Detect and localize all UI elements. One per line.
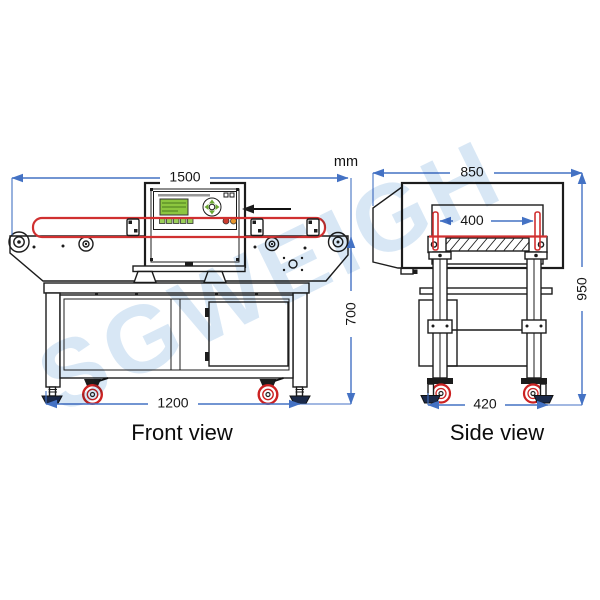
side-view-label: Side view — [450, 420, 544, 445]
dimension-annotations: 1500 700 1200 850 400 — [11, 154, 590, 412]
dpad-icon — [202, 197, 222, 217]
dimension-frame-height: 700 — [300, 236, 359, 405]
belt-guide-post — [534, 211, 541, 251]
belt-roller — [8, 231, 349, 253]
aperture-opening — [431, 204, 544, 265]
caster-wheel — [81, 377, 284, 406]
dimension-overall-width: 1500 — [11, 169, 352, 237]
dimension-base-width: 1200 — [45, 391, 301, 411]
dimension-base-depth: 420 — [427, 393, 549, 412]
cabinet — [59, 294, 294, 379]
dimension-aperture-width: 400 — [439, 212, 534, 228]
belt-guide-post — [432, 211, 439, 251]
dim-text-420: 420 — [473, 396, 497, 412]
dim-text-1500: 1500 — [169, 169, 200, 185]
control-panel — [153, 191, 237, 230]
bed-bolt-holes — [32, 244, 307, 272]
detector-mounting-feet — [132, 262, 246, 284]
belt-clip — [126, 218, 320, 237]
dimension-overall-depth: 850 — [372, 164, 583, 206]
flow-direction-arrow-icon — [242, 204, 291, 214]
dim-text-950: 950 — [574, 277, 590, 301]
belt-cross-section — [427, 211, 548, 254]
dim-text-850: 850 — [460, 164, 484, 180]
stand-frame — [43, 282, 310, 388]
detector-head — [132, 181, 247, 284]
units-label: mm — [334, 154, 358, 170]
lcd-screen-icon — [159, 198, 189, 216]
side-legs — [427, 251, 548, 379]
door-hinge — [205, 352, 210, 361]
conveyor-belt-line — [31, 216, 327, 239]
keypad-buttons — [159, 218, 194, 224]
cabinet-door — [208, 301, 289, 367]
dimension-overall-height: 950 — [548, 172, 590, 406]
door-hinge — [205, 308, 210, 317]
dim-text-1200: 1200 — [157, 395, 188, 411]
dim-text-700: 700 — [343, 302, 359, 326]
front-view-label: Front view — [131, 420, 233, 445]
front-view-drawing — [8, 181, 349, 406]
dim-text-400: 400 — [460, 212, 484, 228]
